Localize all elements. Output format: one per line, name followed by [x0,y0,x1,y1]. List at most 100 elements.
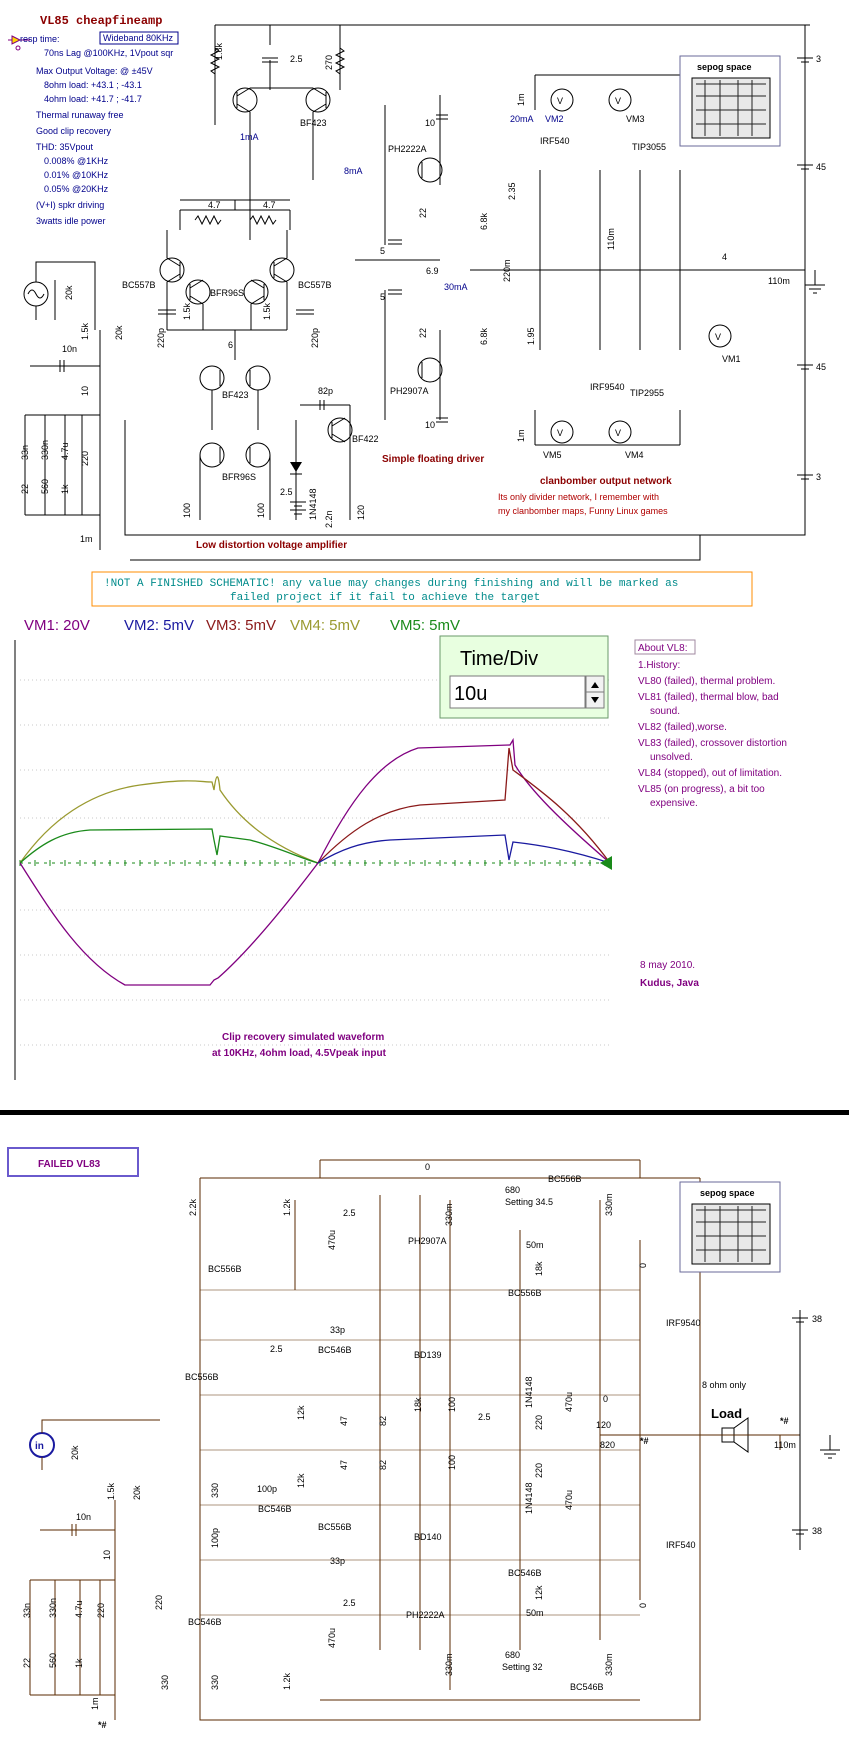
time-div-widget[interactable]: Time/Div 10u [439,635,609,719]
supply-batteries [797,57,813,480]
resistor-label: 270 [324,55,334,70]
capacitor-10-top [436,114,448,120]
resistor-label: 330 [210,1675,220,1690]
cap-label: 470u [327,1230,337,1250]
transistor-ph2907a [417,357,443,383]
cap-label: 470u [564,1392,574,1412]
part-label: 1N4148 [308,488,318,520]
probe-icon [8,35,30,51]
resistor-label: 10 [80,386,90,396]
resistor-label: 220 [534,1463,544,1478]
spec-line: THD: 35Vpout [36,142,94,152]
part-label: BC556B [318,1522,352,1532]
chevron-up-icon [591,682,599,688]
about-line: VL82 (failed),worse. [638,722,727,733]
about-line: VL85 (on progress), a bit too [638,784,765,795]
resistor-label: 100 [447,1397,457,1412]
resistor-label: 1.5k [262,302,272,320]
cap-label: 220p [156,328,166,348]
current-label: 20mA [510,114,534,124]
resistor-label: 1.8k [214,42,224,60]
about-line: expensive. [650,798,698,809]
voltmeter-vm3: V [608,88,632,112]
part-label: BD139 [414,1350,442,1360]
cap-label: 330n [48,1598,58,1618]
current-label: 1mA [240,132,259,142]
about-date: 8 may 2010. [640,960,695,971]
part-label: BC546B [188,1617,222,1627]
time-div-value: 10u [454,683,487,705]
cap-label: 100p [257,1484,277,1494]
resistor-label: 82 [378,1416,388,1426]
resistor-label: 10 [102,1550,112,1560]
resistor-label: 18k [413,1397,423,1412]
section-label-voltage-amp: Low distortion voltage amplifier [196,540,347,551]
resistor-label: 220 [80,451,90,466]
transistor-bf423-mid [199,365,271,430]
battery-2_5 [290,501,306,515]
star-mark: *# [780,1416,789,1426]
part-label: BC557B [122,280,156,290]
cap-label: 33n [22,1603,32,1618]
cap-label: 2.5 [343,1208,356,1218]
about-line: sound. [650,706,680,717]
vl83-schematic: FAILED VL83 0 2.2k 1.2k 2.5 470u PH2907A… [7,1147,840,1730]
cap-label: 10n [62,344,77,354]
cap-label: 470u [564,1490,574,1510]
meter-label: VM1 [722,354,741,364]
cap-label: 4.7u [60,442,70,460]
cap-label: 0 [603,1394,608,1404]
cap-label: 33n [20,445,30,460]
section-divider [0,1110,849,1115]
cap-label: 82p [318,386,333,396]
spec-line: Max Output Voltage: @ ±45V [36,66,153,76]
spec-line: 70ns Lag @100KHz, 1Vpout sqr [44,48,173,58]
resistor-label: 2.2k [188,1198,198,1216]
resistor-label: 12k [296,1405,306,1420]
meter-label: VM4 [625,450,644,460]
part-label: BC556B [548,1174,582,1184]
resistor-label: 330m [604,1193,614,1216]
part-label: PH2907A [408,1236,447,1246]
about-line: VL81 (failed), thermal blow, bad [638,692,779,703]
resistor-label: 110m [606,228,616,250]
resistor-label: 100 [256,503,266,518]
oscilloscope-panel: VM1: 20V VM2: 5mV VM3: 5mV VM4: 5mV VM5:… [14,617,612,1080]
vl83-supply [792,1310,808,1550]
current-label: 8mA [344,166,363,176]
resistor-label: 110m [774,1440,796,1450]
star-mark: *# [98,1720,107,1730]
spec-line: Good clip recovery [36,126,112,136]
part-label: IRF9540 [666,1318,701,1328]
resistor-1_8k [209,47,221,75]
part-label: BC556B [508,1288,542,1298]
svg-text:V: V [615,96,621,106]
cap-label: 33p [330,1325,345,1335]
resistor-label: 330m [604,1653,614,1676]
part-label: BF423 [222,390,249,400]
about-place: Kudus, Java [640,978,699,989]
resistor-label: 120 [356,505,366,520]
resistor-label: 6.9 [426,266,439,276]
ground-icon [805,270,825,294]
spec-line: Thermal runaway free [36,110,124,120]
part-label: BD140 [414,1532,442,1542]
resp-time-label: resp time: [20,34,60,44]
time-div-input[interactable] [449,675,586,709]
resistor-label: 2.35 [507,182,517,200]
trace-vm2 [317,834,611,864]
about-line: 1.History: [638,660,680,671]
transistor-bfr96s-bottom [199,442,271,520]
resistor-label: 1.5k [106,1482,116,1500]
svg-text:V: V [615,428,621,438]
resistor-label: 47 [339,1416,349,1426]
part-label: BC556B [185,1372,219,1382]
resistor-label: 1.5k [80,322,90,340]
trigger-marker [600,856,612,870]
part-label: BF423 [300,118,327,128]
part-label: TIP3055 [632,142,666,152]
capacitor-10-bot [436,417,448,423]
resistor-label: 50m [526,1240,544,1250]
supply-label: 38 [812,1526,822,1536]
resistor-label: 560 [40,479,50,494]
